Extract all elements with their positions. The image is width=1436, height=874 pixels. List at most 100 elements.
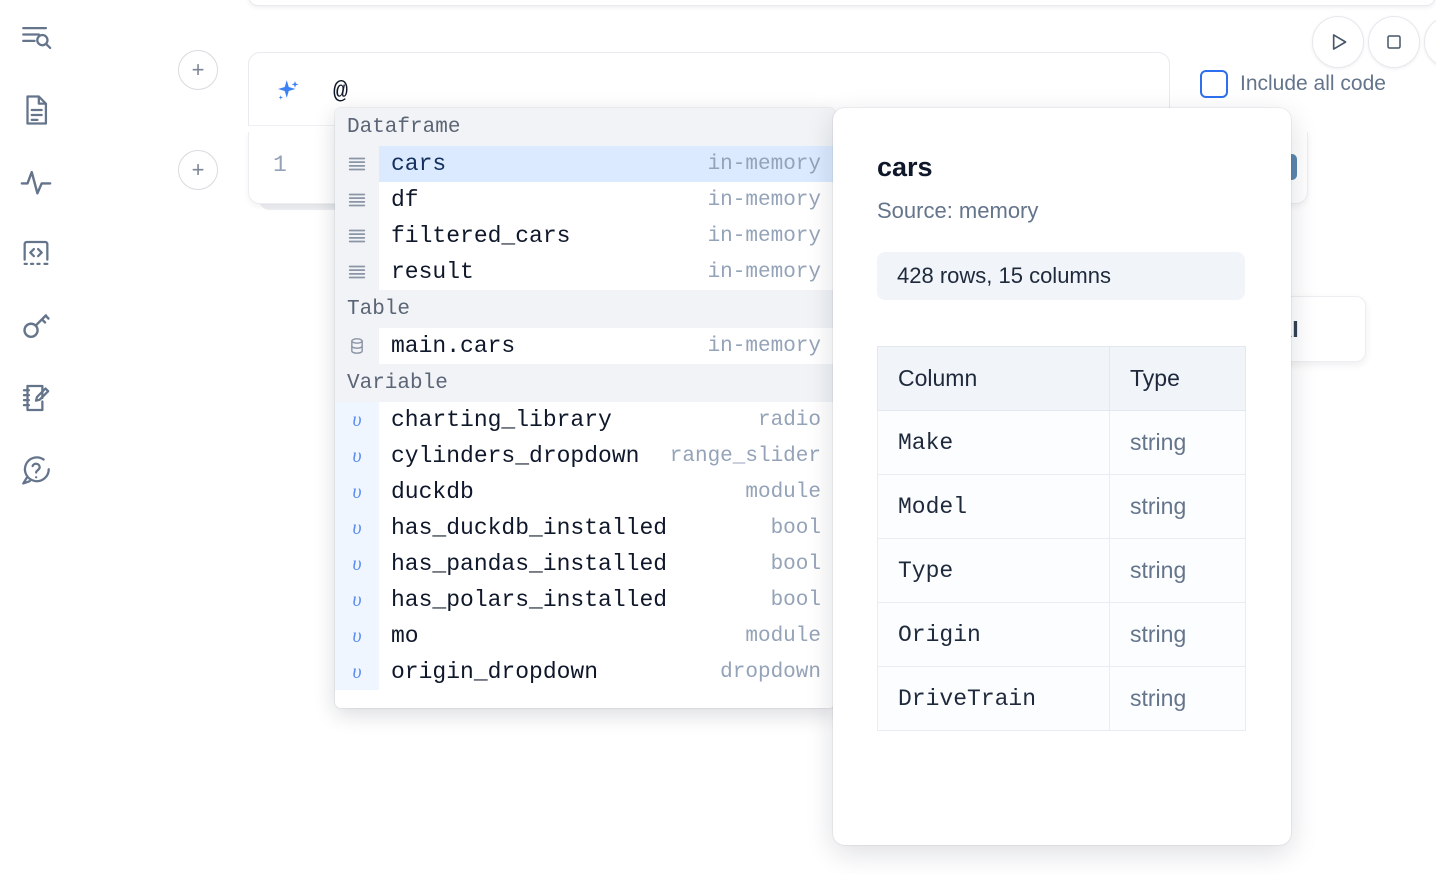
run-button[interactable] <box>1312 16 1364 68</box>
dataframe-icon <box>335 146 379 182</box>
autocomplete-item-name: filtered_cars <box>391 223 571 249</box>
autocomplete-item-name: charting_library <box>391 407 612 433</box>
code-brackets-icon[interactable] <box>12 230 60 278</box>
autocomplete-item-name: origin_dropdown <box>391 659 599 685</box>
info-panel-title: cars <box>877 152 933 182</box>
info-panel-source: Source: memory <box>877 198 1039 223</box>
variable-icon: υ <box>335 546 379 582</box>
autocomplete-item-name: main.cars <box>391 333 516 359</box>
add-cell-below-button[interactable]: + <box>178 150 218 190</box>
autocomplete-item-name: result <box>391 259 474 285</box>
autocomplete-item-kind: bool <box>770 552 821 576</box>
autocomplete-item-kind: in-memory <box>707 152 821 176</box>
autocomplete-item-kind: in-memory <box>707 260 821 284</box>
autocomplete-item[interactable]: filtered_cars in-memory <box>335 218 835 254</box>
autocomplete-item-name: cylinders_dropdown <box>391 443 640 469</box>
document-icon[interactable] <box>12 86 60 134</box>
autocomplete-item[interactable]: υ has_duckdb_installed bool <box>335 510 835 546</box>
autocomplete-group-header: Variable <box>335 364 835 402</box>
autocomplete-item-name: has_pandas_installed <box>391 551 668 577</box>
autocomplete-item[interactable]: υ charting_library radio <box>335 402 835 438</box>
autocomplete-item-kind: radio <box>757 408 821 432</box>
key-icon[interactable] <box>12 302 60 350</box>
variable-icon: υ <box>335 474 379 510</box>
stop-button[interactable] <box>1368 16 1420 68</box>
outline-search-icon[interactable] <box>12 14 60 62</box>
autocomplete-item[interactable]: df in-memory <box>335 182 835 218</box>
include-all-code-row[interactable]: Include all code <box>1200 70 1386 98</box>
schema-table-header-row: Column Type <box>877 346 1246 411</box>
autocomplete-item-kind: module <box>745 624 821 648</box>
autocomplete-item-kind: bool <box>770 516 821 540</box>
activity-pulse-icon[interactable] <box>12 158 60 206</box>
ai-prompt-input[interactable]: @ <box>333 77 349 106</box>
autocomplete-item-name: has_duckdb_installed <box>391 515 668 541</box>
include-all-code-checkbox[interactable] <box>1200 70 1228 98</box>
schema-column-type: string <box>1109 538 1246 603</box>
variable-icon: υ <box>335 438 379 474</box>
autocomplete-item-kind: in-memory <box>707 224 821 248</box>
previous-cell-card-edge <box>248 0 1436 6</box>
autocomplete-item[interactable]: result in-memory <box>335 254 835 290</box>
autocomplete-item-name: has_polars_installed <box>391 587 668 613</box>
sparkle-icon <box>273 77 303 107</box>
schema-column-type: string <box>1109 602 1246 667</box>
variable-icon: υ <box>335 618 379 654</box>
schema-column-name: Origin <box>877 602 1110 667</box>
schema-column-type: string <box>1109 410 1246 475</box>
autocomplete-item-kind: dropdown <box>720 660 821 684</box>
autocomplete-item-name: duckdb <box>391 479 474 505</box>
table-database-icon <box>335 328 379 364</box>
schema-column-type: string <box>1109 474 1246 539</box>
autocomplete-item[interactable]: υ origin_dropdown dropdown <box>335 654 835 690</box>
add-cell-above-button[interactable]: + <box>178 50 218 90</box>
type-header: Type <box>1109 346 1246 411</box>
schema-column-name: Type <box>877 538 1110 603</box>
autocomplete-item-kind: in-memory <box>707 188 821 212</box>
autocomplete-item-kind: module <box>745 480 821 504</box>
autocomplete-item-kind: range_slider <box>669 444 821 468</box>
schema-column-name: Model <box>877 474 1110 539</box>
overflow-button[interactable] <box>1424 16 1436 68</box>
dataframe-info-panel: cars Source: memory 428 rows, 15 columns… <box>833 108 1291 845</box>
autocomplete-item[interactable]: υ cylinders_dropdown range_slider <box>335 438 835 474</box>
left-icon-rail <box>0 0 72 874</box>
autocomplete-item[interactable]: υ has_pandas_installed bool <box>335 546 835 582</box>
autocomplete-item-name: df <box>391 187 419 213</box>
variable-icon: υ <box>335 654 379 690</box>
dataframe-icon <box>335 218 379 254</box>
variable-icon: υ <box>335 582 379 618</box>
schema-column-name: DriveTrain <box>877 666 1110 731</box>
autocomplete-item[interactable]: υ has_polars_installed bool <box>335 582 835 618</box>
autocomplete-item-name: mo <box>391 623 419 649</box>
dataframe-icon <box>335 182 379 218</box>
schema-column-type: string <box>1109 666 1246 731</box>
autocomplete-item-kind: bool <box>770 588 821 612</box>
variable-icon: υ <box>335 510 379 546</box>
autocomplete-group-header: Dataframe <box>335 108 835 146</box>
include-all-code-label: Include all code <box>1240 72 1386 95</box>
autocomplete-item[interactable]: cars in-memory <box>335 146 835 182</box>
schema-column-name: Make <box>877 410 1110 475</box>
line-number: 1 <box>273 152 287 178</box>
autocomplete-group-header: Table <box>335 290 835 328</box>
info-panel-shape: 428 rows, 15 columns <box>877 252 1245 300</box>
autocomplete-item-kind: in-memory <box>707 334 821 358</box>
dataframe-icon <box>335 254 379 290</box>
autocomplete-item[interactable]: main.cars in-memory <box>335 328 835 364</box>
autocomplete-item-name: cars <box>391 151 447 177</box>
variable-icon: υ <box>335 402 379 438</box>
question-chat-icon[interactable] <box>12 446 60 494</box>
notebook-pencil-icon[interactable] <box>12 374 60 422</box>
